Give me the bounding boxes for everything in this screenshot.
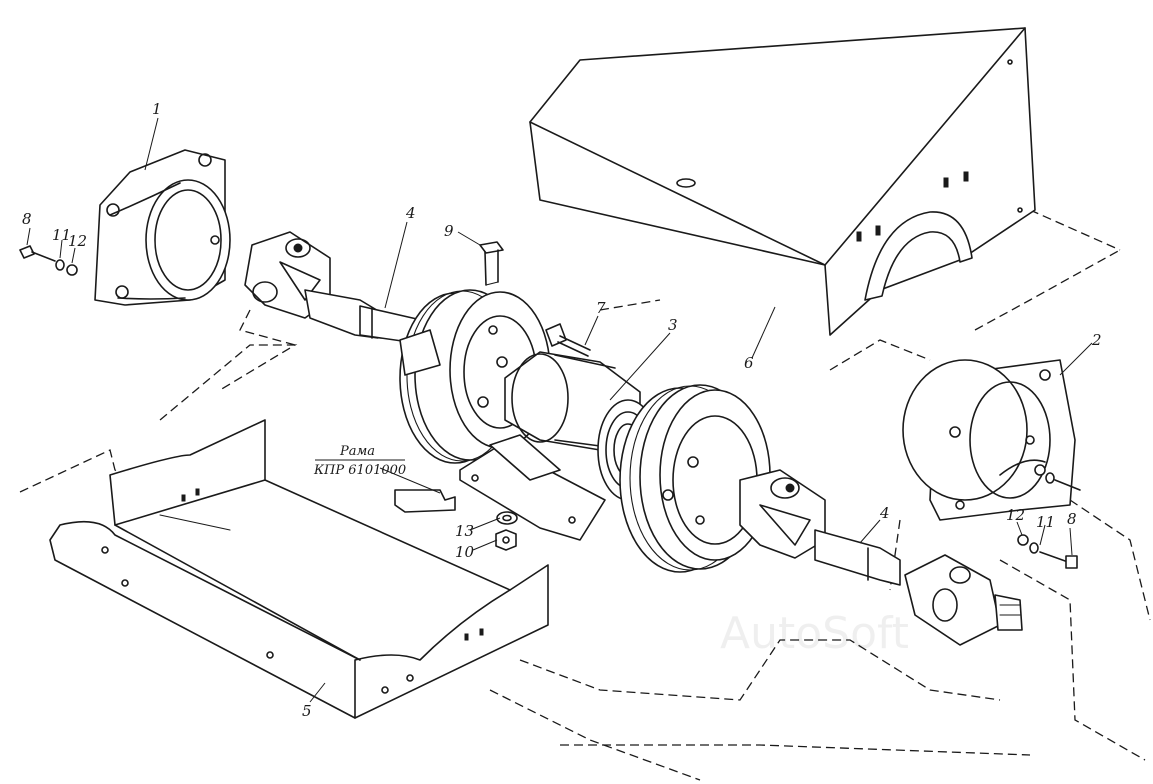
- leader-lines: [26, 117, 1093, 703]
- part-9-bolt: [479, 241, 504, 286]
- part-12-nut-right: [1017, 534, 1029, 546]
- part-11-washer-left: [55, 259, 65, 271]
- callout-4-left: 4: [405, 204, 416, 222]
- callout-5: 5: [302, 702, 312, 720]
- callout-labels: 1 2 3 4 4 5 6 7 8 8 9 10 11 11 12 12 13: [22, 100, 1102, 720]
- frame-note-title: Рама: [339, 444, 375, 459]
- part-2-right-housing: [902, 359, 1076, 521]
- frame-bracket: [394, 489, 456, 513]
- callout-1: 1: [152, 100, 162, 118]
- callout-2: 2: [1091, 331, 1102, 349]
- part-3-pulley-shaft: [399, 289, 771, 573]
- part-7-bolt: [545, 323, 591, 357]
- callout-8-left: 8: [22, 210, 32, 228]
- callout-13: 13: [455, 522, 474, 540]
- callout-6: 6: [744, 354, 754, 372]
- part-8-bolt-right: [1065, 555, 1078, 569]
- callout-7: 7: [596, 299, 606, 317]
- callout-4-right: 4: [879, 504, 890, 522]
- part-6-protective-cover: [529, 27, 1036, 336]
- callout-11-right: 11: [1036, 513, 1055, 531]
- left-fasteners: [19, 245, 78, 276]
- callout-12-left: 12: [68, 232, 87, 250]
- part-1-left-housing: [94, 149, 231, 306]
- part-13-washer: [496, 511, 518, 525]
- callout-8-right: 8: [1067, 510, 1077, 528]
- callout-9: 9: [444, 222, 454, 240]
- frame-note: Рама КПР 6101000: [313, 444, 406, 478]
- frame-note-code: КПР 6101000: [313, 463, 406, 478]
- part-12-nut-left: [66, 264, 78, 276]
- callout-10: 10: [455, 543, 475, 561]
- part-5-lower-guard: [49, 419, 549, 719]
- part-8-bolt-left: [19, 245, 35, 259]
- part-11-washer-right: [1029, 542, 1039, 554]
- part-4-left-cardan-shaft: [244, 231, 431, 346]
- watermark: AutoSoft: [720, 608, 909, 659]
- right-fasteners: [1017, 464, 1081, 569]
- callout-12-right: 12: [1006, 506, 1025, 524]
- callout-11-left: 11: [52, 226, 71, 244]
- assembly-guide-lines: [19, 209, 1151, 781]
- part-10-nut: [495, 529, 517, 551]
- callout-3: 3: [668, 316, 678, 334]
- part-4-right-cardan-shaft: [739, 469, 1023, 646]
